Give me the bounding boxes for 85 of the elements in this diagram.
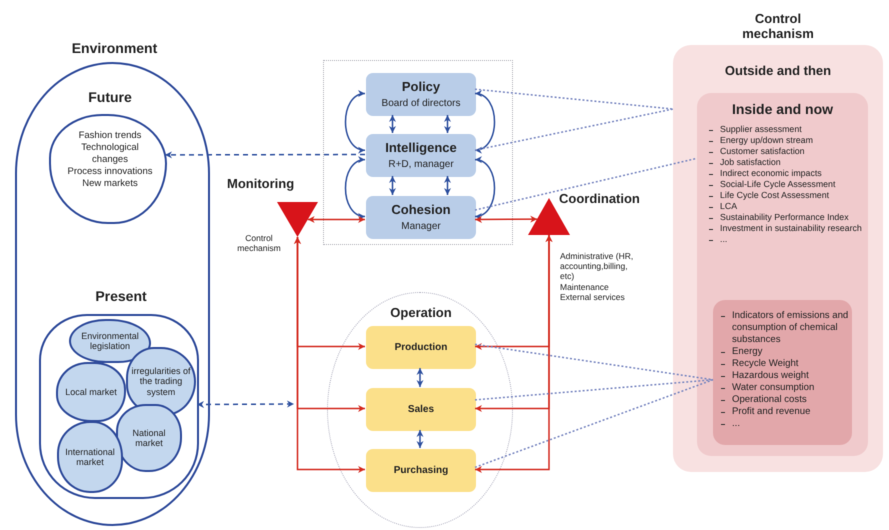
heading: Control mechanism <box>741 12 815 42</box>
arrow <box>474 91 496 152</box>
connector-line <box>474 108 674 151</box>
arrow <box>344 158 366 219</box>
arrow <box>308 216 365 223</box>
heading: Operation <box>389 306 453 321</box>
box-label: Environmental legislation <box>80 330 140 352</box>
list-item: Sustainability Performance Index <box>707 212 865 223</box>
list-item: Fashion trends <box>78 130 142 142</box>
process-box <box>366 196 476 239</box>
list-item: Technological changes <box>80 142 140 166</box>
arrow <box>474 158 496 219</box>
box-label: R+D, manager <box>388 158 454 170</box>
list-item: Hazardous weight <box>719 370 849 382</box>
process-box <box>366 134 476 177</box>
arrow <box>475 235 552 473</box>
heading: Environment <box>70 40 158 56</box>
connector-line <box>474 158 698 211</box>
list-item: ... <box>719 418 849 430</box>
side-note: Maintenance <box>560 282 610 292</box>
list-item: LCA <box>707 200 865 212</box>
list-item: Social-Life Cycle Assessment <box>707 178 865 190</box>
list-item: Energy up/down stream <box>707 134 865 146</box>
box-label: irregularities of the trading system <box>130 366 192 398</box>
list-item: New markets <box>81 178 139 190</box>
blob-shape <box>57 421 123 493</box>
list-item: Indicators of emissions and consumption of chemical substances <box>719 310 849 346</box>
connector-line <box>474 88 674 110</box>
box-label: Local market <box>65 386 117 398</box>
process-box <box>366 388 476 431</box>
heading: Monitoring <box>227 177 296 192</box>
blob-shape <box>116 404 182 472</box>
list-item: Recycle Weight <box>719 358 849 370</box>
arrow <box>165 151 365 158</box>
side-note: Control mechanism <box>236 233 282 254</box>
box-label: Board of directors <box>382 98 460 110</box>
box-label: Sales <box>408 404 434 416</box>
list-item: Supplier assessment <box>707 124 865 135</box>
panel <box>697 93 868 456</box>
list-item: Life Cycle Cost Assessment <box>707 190 865 201</box>
list-item: Energy <box>719 346 849 358</box>
arrow <box>294 237 365 473</box>
list-item: ... <box>707 234 865 245</box>
box-label: Manager <box>401 220 441 232</box>
blob-shape <box>56 362 126 422</box>
panel <box>713 300 852 445</box>
list-item: Profit and revenue <box>719 406 849 418</box>
list-item: Customer satisfaction <box>707 146 865 157</box>
heading: Outside and then <box>724 64 832 79</box>
box-label: Purchasing <box>394 464 448 476</box>
side-note: External services <box>560 292 626 302</box>
connector-line <box>474 379 714 468</box>
dotted-ellipse <box>327 292 513 528</box>
box-heading: Cohesion <box>391 202 451 218</box>
list-item: Investment in sustainability research <box>707 222 865 234</box>
connector-line <box>474 379 714 401</box>
list-item: Indirect economic impacts <box>707 168 865 179</box>
arrow <box>389 176 396 195</box>
dotted-frame <box>323 60 513 245</box>
heading: Future <box>87 89 133 106</box>
arrow <box>416 430 424 448</box>
side-note: Administrative (HR, accounting,billing, etc) <box>560 251 634 282</box>
process-box <box>366 326 476 369</box>
list-item: Process innovations <box>66 166 154 178</box>
box-label: National market <box>131 428 167 448</box>
box-label: International market <box>64 446 116 468</box>
box-heading: Intelligence <box>385 140 457 156</box>
arrow <box>444 176 451 195</box>
arrow <box>475 216 538 223</box>
list-item: Operational costs <box>719 394 849 406</box>
box-label: Production <box>394 342 448 354</box>
box-heading: Policy <box>402 80 440 95</box>
arrow <box>389 115 396 133</box>
arrow <box>444 115 451 133</box>
arrow <box>197 400 294 408</box>
list-item: Job satisfaction <box>707 156 865 168</box>
arrow <box>416 368 424 387</box>
connector-line <box>474 344 714 380</box>
process-box <box>366 73 476 116</box>
process-box <box>366 449 476 492</box>
heading: Present <box>94 288 148 304</box>
arrow <box>344 91 366 152</box>
list-item: Water consumption <box>719 382 849 394</box>
heading: Inside and now <box>730 101 834 118</box>
heading: Coordination <box>559 192 641 207</box>
